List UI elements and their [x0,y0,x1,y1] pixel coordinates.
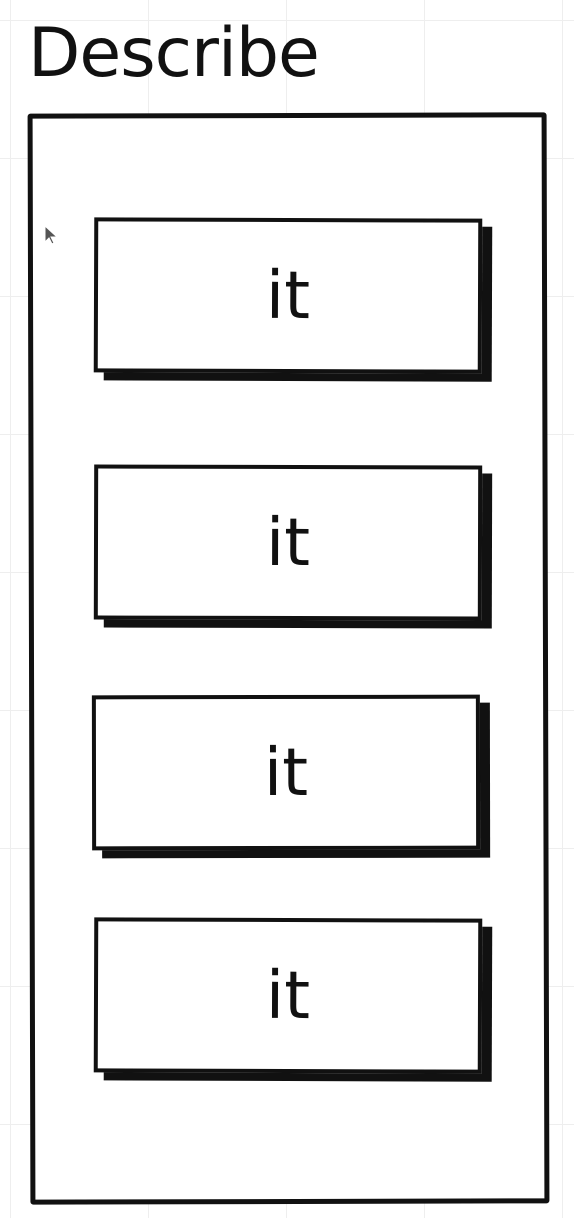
it-label: it [265,503,311,581]
it-label: it [265,956,311,1034]
it-label: it [265,256,311,334]
mouse-cursor-icon [44,225,59,245]
it-block: it [93,464,483,621]
it-block: it [91,694,481,851]
describe-title: Describe [28,14,320,93]
it-block: it [93,917,483,1074]
it-label: it [263,733,309,811]
it-block: it [93,217,483,374]
